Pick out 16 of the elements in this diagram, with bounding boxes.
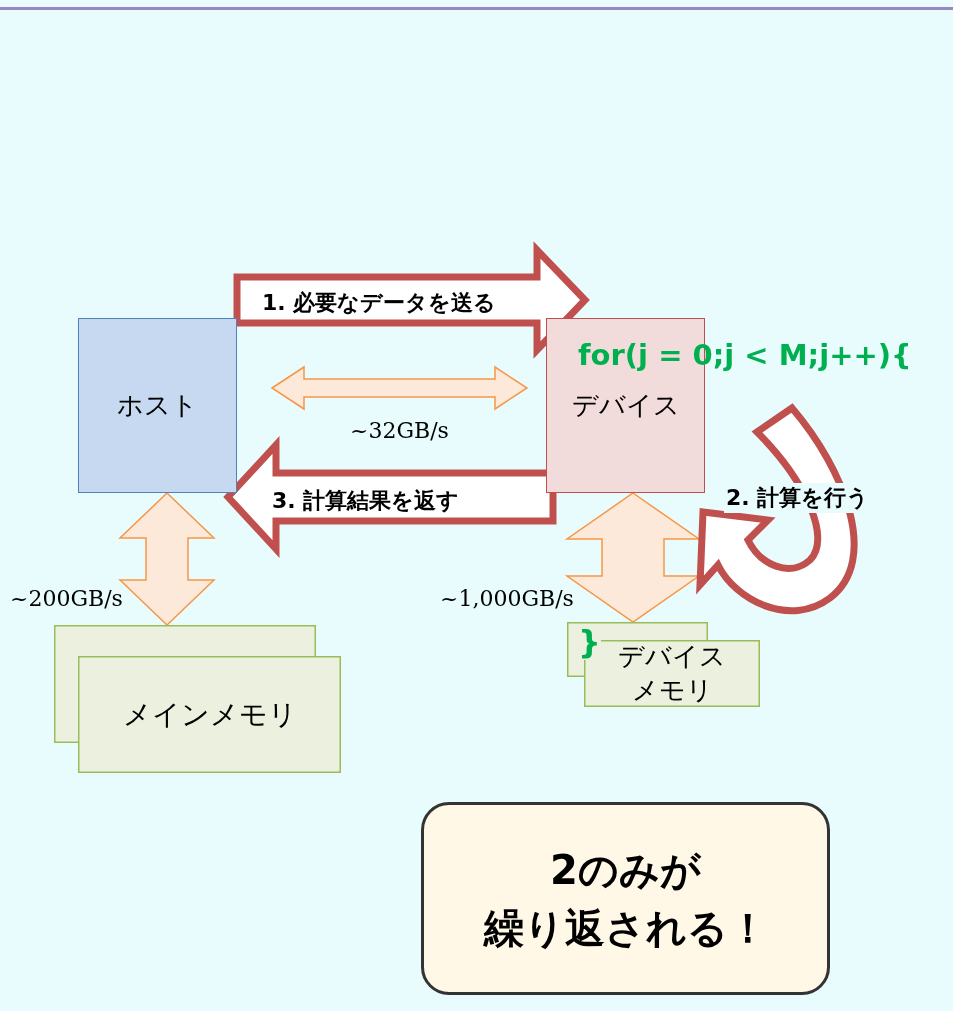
edge-label: 3. 計算結果を返す [272, 487, 460, 515]
box-label: メインメモリ [122, 696, 297, 733]
edge-label: 1. 必要なデータを送る [262, 289, 497, 317]
double-arrow [118, 491, 216, 627]
note-box [421, 802, 830, 995]
host-box: ホスト [78, 318, 237, 493]
block-arrow [223, 436, 557, 558]
edge-label: ~32GB/s [350, 418, 449, 443]
note-text: 繰り返される！ [483, 903, 768, 953]
edge-label: ~200GB/s [10, 586, 123, 611]
box-label: デバイスメモリ [617, 639, 727, 707]
block-arrow [696, 404, 858, 615]
note-text: 2のみが [550, 845, 701, 895]
double-arrow [270, 365, 529, 411]
block-arrow [233, 241, 590, 359]
edge-label: ~1,000GB/s [440, 586, 574, 611]
